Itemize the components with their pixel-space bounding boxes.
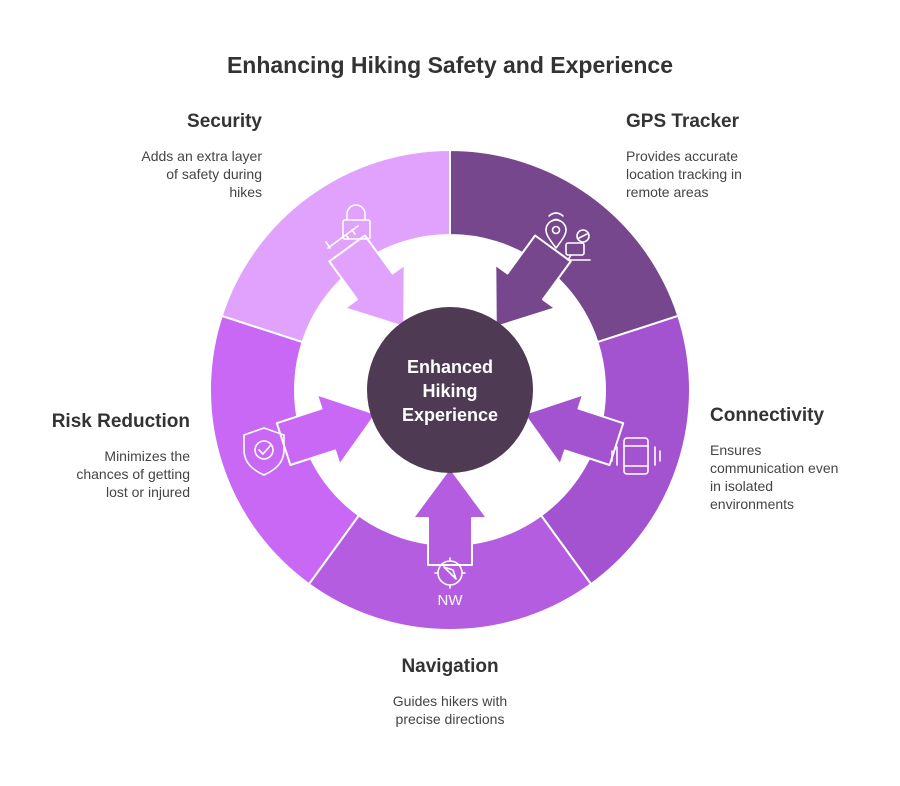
arrow-security [328, 234, 406, 328]
label-connectivity: Connectivity Ensures communication even … [710, 405, 900, 513]
label-desc-line: hikes [229, 184, 262, 200]
gps-location-icon [545, 212, 591, 261]
arrow-gps [494, 234, 572, 328]
label-title: Risk Reduction [51, 411, 190, 432]
label-title: GPS Tracker [626, 111, 740, 132]
label-gps-tracker: GPS Tracker Provides accurate location t… [626, 111, 866, 201]
label-desc-line: remote areas [626, 184, 709, 200]
label-desc-line: location tracking in [626, 166, 742, 182]
label-desc-line: in isolated [710, 478, 774, 494]
center-line-1: Enhanced [407, 357, 493, 377]
compass-icon [434, 557, 466, 589]
center-line-3: Experience [402, 405, 498, 425]
shield-check-icon [243, 427, 285, 476]
label-desc-line: environments [710, 496, 795, 512]
label-desc-line: of safety during [166, 166, 262, 182]
center-circle [367, 307, 533, 473]
center-line-2: Hiking [422, 381, 477, 401]
label-desc-line: communication even [710, 460, 839, 476]
arrow-connectivity [523, 393, 625, 466]
label-desc-line: Provides accurate [626, 148, 739, 164]
label-desc-line: Adds an extra layer [141, 148, 262, 164]
label-desc-line: precise directions [395, 711, 505, 727]
diagram-title: Enhancing Hiking Safety and Experience [226, 52, 674, 78]
label-title: Security [187, 111, 262, 132]
label-security: Security Adds an extra layer of safety d… [22, 111, 262, 201]
arrow-navigation [412, 467, 488, 566]
segment-security [220, 148, 451, 344]
label-risk-reduction: Risk Reduction Minimizes the chances of … [0, 411, 190, 501]
ring-arrows [275, 234, 625, 566]
label-title: Connectivity [710, 405, 825, 426]
lock-key-icon [325, 204, 371, 249]
phone-signal-icon [611, 437, 661, 475]
label-navigation: Navigation Guides hikers with precise di… [330, 656, 570, 728]
label-desc-line: lost or injured [105, 484, 190, 500]
segment-gps [449, 148, 680, 344]
segment-connectivity [539, 314, 691, 586]
label-desc-line: chances of getting [76, 466, 190, 482]
label-desc-line: Guides hikers with [392, 693, 508, 709]
compass-direction-label: NW [438, 592, 464, 609]
label-title: Navigation [401, 656, 499, 677]
label-desc-line: Minimizes the [104, 448, 190, 464]
label-desc-line: Ensures [710, 442, 762, 458]
